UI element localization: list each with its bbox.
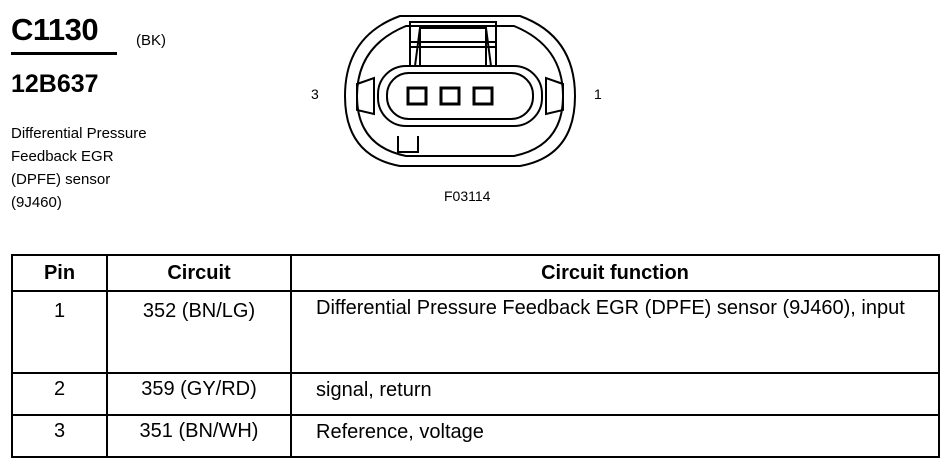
terminal-carrier [377, 65, 543, 127]
pinout-table: Pin Circuit Circuit function 1 352 (BN/L… [11, 254, 940, 458]
pin-cell: 1 [11, 290, 108, 374]
terminal-cavity-2 [439, 86, 461, 106]
terminal-carrier-inner [386, 72, 534, 120]
table-row: 1 352 (BN/LG) Differential Pressure Feed… [11, 290, 940, 374]
function-cell: Reference, voltage [290, 414, 940, 458]
header-circuit-function: Circuit function [290, 254, 940, 292]
connector-inner-shell [355, 25, 565, 157]
pin-3-label: 3 [311, 86, 319, 102]
header-circuit: Circuit [106, 254, 292, 292]
connector-outer-housing [343, 15, 577, 167]
figure-id: F03114 [444, 188, 491, 204]
table-row: 2 359 (GY/RD) signal, return [11, 372, 940, 416]
connector-id: C1130 [11, 12, 99, 47]
circuit-cell: 359 (GY/RD) [106, 372, 292, 416]
pin-1-label: 1 [594, 86, 602, 102]
left-key [356, 76, 375, 116]
function-cell: Differential Pressure Feedback EGR (DPFE… [290, 290, 940, 374]
bottom-key [397, 136, 419, 153]
connector-face-diagram [343, 15, 577, 167]
pin-cell: 3 [11, 414, 108, 458]
connector-color: (BK) [136, 32, 166, 49]
circuit-cell: 351 (BN/WH) [106, 414, 292, 458]
part-number: 12B637 [11, 70, 99, 98]
header-pin: Pin [11, 254, 108, 292]
function-cell: signal, return [290, 372, 940, 416]
pin-cell: 2 [11, 372, 108, 416]
table-header-row: Pin Circuit Circuit function [11, 254, 940, 292]
terminal-cavity-1 [472, 86, 494, 106]
table-row: 3 351 (BN/WH) Reference, voltage [11, 414, 940, 458]
connector-id-underline [11, 52, 117, 55]
circuit-cell: 352 (BN/LG) [106, 290, 292, 374]
right-key [545, 76, 564, 116]
component-description: Differential Pressure Feedback EGR (DPFE… [11, 125, 147, 211]
terminal-cavity-3 [406, 86, 428, 106]
